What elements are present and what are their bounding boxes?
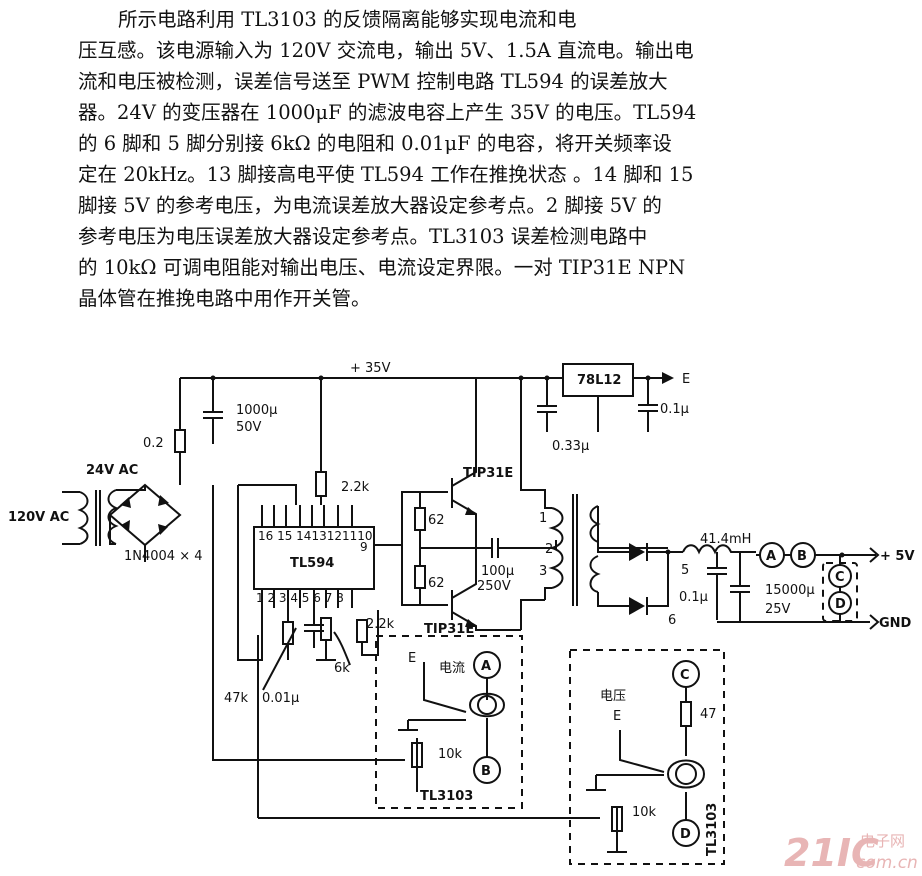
fuse-label: 0.2 (143, 436, 164, 451)
r47k-label: 47k (224, 691, 249, 706)
out-point-a: A (766, 549, 776, 564)
c001-label: 0.01μ (262, 691, 299, 706)
base-resistors (414, 492, 492, 605)
regulator-78l12 (562, 363, 634, 432)
desc-line: 器。24V 的变压器在 1000μF 的滤波电容上产生 35V 的电压。TL59… (78, 101, 697, 124)
tap-1: 1 (539, 511, 547, 526)
tap-3: 3 (539, 564, 547, 579)
current-sense-ic: TL3103 (420, 789, 473, 804)
voltage-r47-label: 47 (700, 707, 717, 722)
reg-in-cap-label: 0.33μ (552, 439, 589, 454)
output-filter (672, 544, 870, 623)
tap-2: 2 (545, 542, 553, 557)
transistor-bottom (401, 545, 521, 631)
current-sense-e: E (408, 651, 416, 666)
coupling-cap-label: 100μ (481, 564, 514, 579)
desc-line: 晶体管在推挽电路中用作开关管。 (78, 287, 371, 310)
q-top-label: TIP31E (463, 466, 513, 481)
voltage-sense-ic: TL3103 (705, 803, 720, 856)
voltage-point-c: C (680, 668, 690, 683)
desc-line: 所示电路利用 TL3103 的反馈隔离能够实现电流和电 (118, 8, 577, 31)
voltage-sense-label: 电压 (600, 689, 626, 704)
voltage-sense-module (569, 649, 725, 865)
current-sense-resistor: 10k (438, 747, 463, 762)
out-point-b: B (797, 549, 807, 564)
watermark-tag: 电子网 (860, 832, 905, 850)
q-bottom-label: TIP31E (424, 622, 474, 637)
output-positive-label: + 5V (880, 549, 915, 564)
bridge-label: 1N4004 × 4 (124, 549, 203, 564)
supply-rail (180, 372, 674, 384)
bulk-capacitor (203, 378, 223, 444)
r62-top-label: 62 (428, 513, 445, 528)
regulator-label: 78L12 (577, 373, 621, 388)
bulk-cap-voltage: 50V (236, 420, 262, 435)
out-point-c: C (835, 570, 845, 585)
current-point-b: B (481, 764, 491, 779)
r6k-label: 6k (334, 661, 350, 676)
ac-input-label: 120V AC (8, 510, 69, 525)
r22k-top-label: 2.2k (341, 480, 370, 495)
reg-out-cap-label: 0.1μ (660, 402, 689, 417)
desc-line: 参考电压为电压误差放大器设定参考点。TL3103 误差检测电路中 (78, 225, 648, 248)
ic-bottom-pins: 1 2 3 4 5 6 7 8 (256, 591, 344, 605)
supply-rail-label: + 35V (350, 361, 391, 376)
regulator-input-capacitor (537, 378, 557, 432)
regulator-output-capacitor (638, 378, 658, 432)
out-point-d: D (835, 597, 846, 612)
watermark-url: com.cn (856, 853, 918, 873)
output-sense-points (756, 542, 880, 630)
node-5: 5 (681, 563, 689, 578)
desc-line: 的 6 脚和 5 脚分别接 6kΩ 的电阻和 0.01μF 的电容，将开关频率设 (78, 132, 672, 155)
r62-bottom-label: 62 (428, 576, 445, 591)
desc-line: 压互感。该电源输入为 120V 交流电，输出 5V、1.5A 直流电。输出电 (78, 39, 694, 62)
watermark-logo: 21IC 电子网 com.cn (784, 831, 918, 875)
desc-line: 流和电压被检测，误差信号送至 PWM 控制电路 TL594 的误差放大 (78, 70, 668, 93)
desc-line: 的 10kΩ 可调电阻能对输出电压、电流设定界限。一对 TIP31E NPN (78, 256, 686, 279)
voltage-sense-e: E (613, 709, 621, 724)
output-cap-label: 15000μ (765, 583, 815, 598)
current-sense-label: 电流 (439, 661, 465, 676)
timing-components (262, 608, 379, 691)
fuse-resistor (174, 378, 186, 485)
resistor-2-2k-top (315, 378, 327, 505)
ground-label: GND (879, 616, 912, 631)
current-point-a: A (481, 659, 491, 674)
coupling-cap-voltage: 250V (477, 579, 511, 594)
input-transformer (62, 485, 146, 546)
coupling-capacitor (491, 538, 557, 558)
ic-pin-9: 9 (360, 540, 368, 554)
node-6: 6 (668, 613, 676, 628)
voltage-point-d: D (680, 827, 691, 842)
output-cap-voltage: 25V (765, 602, 791, 617)
tl594-ic (212, 484, 600, 819)
inductor-label: 41.4mH (700, 532, 751, 547)
bridge-rectifier (108, 483, 182, 562)
bulk-cap-label: 1000μ (236, 403, 277, 418)
filter-cap-label: 0.1μ (679, 590, 708, 605)
current-sense-module (375, 635, 523, 809)
description-text: 所示电路利用 TL3103 的反馈隔离能够实现电流和电 压互感。该电源输入为 1… (0, 4, 922, 314)
desc-line: 脚接 5V 的参考电压，为电流误差放大器设定参考点。2 脚接 5V 的 (78, 194, 662, 217)
ic-label: TL594 (290, 556, 334, 571)
desc-line: 定在 20kHz。13 脚接高电平使 TL594 工作在推挽状态 。14 脚和 … (78, 163, 694, 186)
output-rectifiers (620, 543, 672, 615)
watermark-number: 21IC (784, 831, 879, 875)
ic-top-pins: 16 15 1413121110 (258, 529, 373, 543)
r22k-bottom-label: 2.2k (366, 617, 395, 632)
transformer-secondary-label: 24V AC (86, 463, 138, 478)
output-transformer (520, 378, 668, 630)
transistor-top (401, 378, 477, 560)
voltage-sense-resistor: 10k (632, 805, 657, 820)
regulator-output-label: E (682, 372, 690, 387)
